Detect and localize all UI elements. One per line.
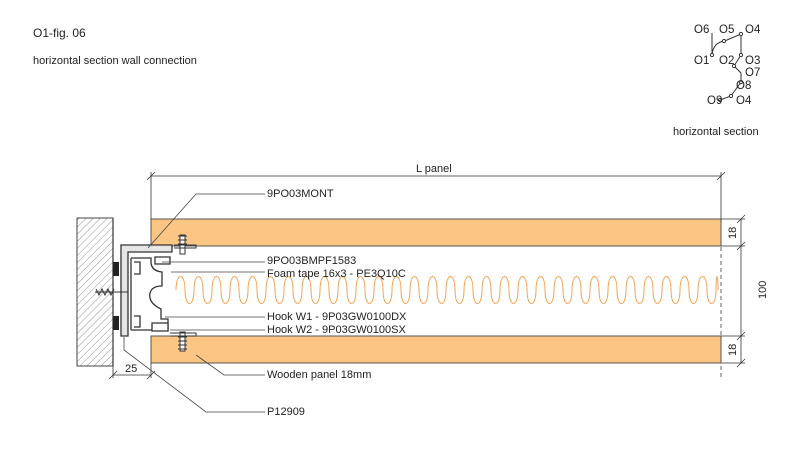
dimension-l-panel (146, 171, 726, 219)
panel-screw-bottom (170, 331, 197, 352)
dim-label-offset: 25 (125, 363, 137, 375)
callout-p12909: P12909 (267, 406, 305, 418)
top-wooden-panel (150, 218, 722, 247)
dimension-right (721, 214, 746, 368)
key-label-o3: O3 (745, 55, 760, 67)
aluminium-profile (120, 244, 173, 337)
key-diagram (709, 31, 744, 103)
callout-9po03bmpf1583: 9PO03BMPF1583 (267, 255, 356, 267)
key-caption: horizontal section (673, 126, 759, 138)
key-label-o1: O1 (694, 55, 709, 67)
callout-wooden-panel: Wooden panel 18mm (267, 369, 371, 381)
key-label-o9: O9 (707, 95, 722, 107)
callout-hook-w1: Hook W1 - 9P03GW0100DX (267, 311, 407, 323)
callout-9po03mont: 9PO03MONT (267, 188, 334, 200)
key-label-o2: O2 (719, 55, 734, 67)
callout-foam-tape: Foam tape 16x3 - PE3Q10C (267, 268, 406, 280)
key-label-o4-top: O4 (745, 24, 761, 36)
insulation-fill (175, 276, 719, 304)
figure-title: O1-fig. 06 (33, 26, 86, 40)
callout-hook-w2: Hook W2 - 9P03GW0100SX (267, 324, 406, 336)
bottom-wooden-panel (150, 335, 722, 364)
dim-label-total-depth: 100 (757, 281, 769, 299)
panel-screw-top (174, 234, 197, 255)
gasket-upper (113, 262, 119, 276)
leader-lines (123, 193, 265, 413)
dim-label-bottom-board: 18 (727, 344, 739, 356)
wall-screw (95, 287, 128, 297)
key-label-o4-bottom: O4 (736, 95, 752, 107)
dim-label-top-board: 18 (727, 227, 739, 239)
key-label-o7: O7 (745, 67, 760, 79)
dim-label-l-panel: L panel (416, 163, 452, 175)
key-label-o6: O6 (694, 24, 709, 36)
gasket-lower (113, 316, 119, 330)
key-label-o5: O5 (719, 24, 734, 36)
figure-caption: horizontal section wall connection (33, 55, 197, 67)
key-label-o8: O8 (736, 80, 751, 92)
